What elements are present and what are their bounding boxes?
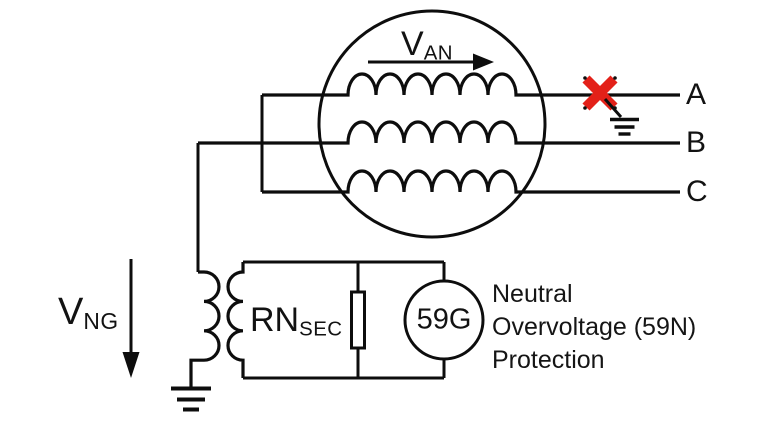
- phase-label-a: A: [686, 78, 707, 111]
- protection-note-line: Neutral: [492, 280, 573, 308]
- phase-label-b: B: [686, 126, 707, 159]
- relay-label: 59G: [416, 303, 472, 336]
- earth-ground-icon: [171, 386, 211, 412]
- transformer-primary-coil: [189, 270, 221, 387]
- resistor-symbol: [350, 262, 366, 378]
- resistor-label: RNSEC: [250, 301, 343, 341]
- phase-winding-a: [262, 72, 680, 97]
- phase-winding-b: [198, 120, 680, 145]
- protection-note-line: Overvoltage (59N): [492, 313, 697, 341]
- relay-circle: [403, 279, 485, 361]
- down-arrow-icon: [122, 259, 140, 378]
- earth-ground-icon: [603, 98, 639, 136]
- protection-note: Neutral Overvoltage (59N) Protection: [492, 278, 696, 377]
- vng-voltage-label: VNG: [58, 291, 119, 335]
- right-arrow-icon: [368, 53, 494, 71]
- transformer-secondary-coil: [226, 262, 245, 378]
- protection-box: [243, 260, 446, 380]
- phase-winding-c: [262, 169, 680, 194]
- van-voltage-label: VAN: [401, 25, 454, 65]
- phase-label-c: C: [686, 175, 708, 208]
- protection-note-line: Protection: [492, 346, 605, 374]
- generator-circle: [317, 9, 547, 239]
